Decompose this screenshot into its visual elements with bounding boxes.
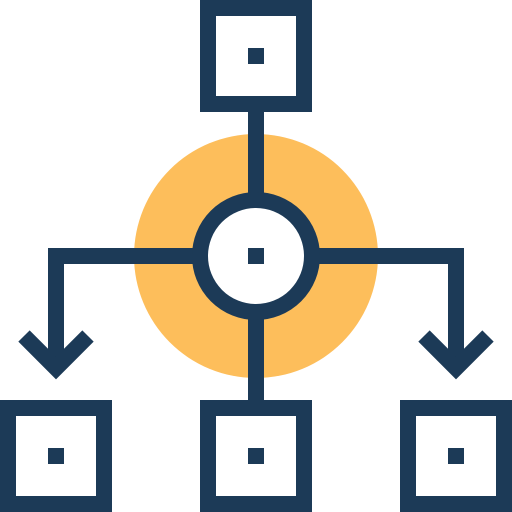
connector-lines (48, 110, 464, 402)
arrowheads (18, 330, 494, 380)
connector-left (48, 248, 196, 368)
connector-right (316, 248, 464, 368)
bottom-center-box (200, 400, 312, 512)
top-box (200, 0, 312, 112)
bottom-center-box-frame (200, 400, 312, 512)
left-arrowhead (18, 330, 94, 380)
right-arrowhead (418, 330, 494, 380)
center-node-dot (248, 248, 264, 264)
bottom-left-box (0, 400, 112, 512)
top-box-dot (248, 48, 264, 64)
bottom-left-box-dot (48, 448, 64, 464)
bottom-right-box (400, 400, 512, 512)
bottom-right-box-dot (448, 448, 464, 464)
center-node (192, 192, 320, 320)
bottom-center-box-dot (248, 448, 264, 464)
